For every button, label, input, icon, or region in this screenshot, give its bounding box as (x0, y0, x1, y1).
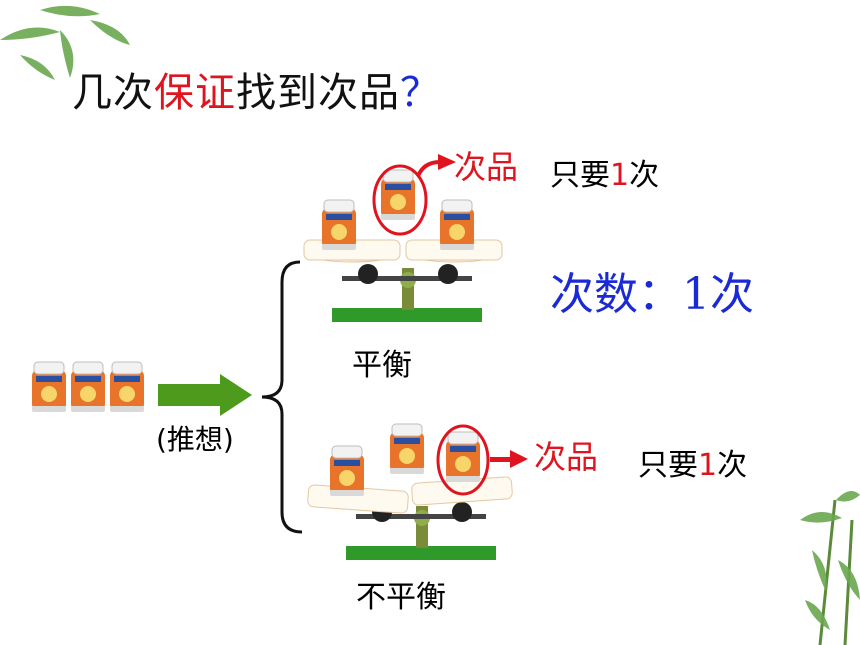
bottom-need-count: 只要1次 (638, 440, 747, 484)
bottom-need-pre: 只要 (638, 448, 698, 483)
top-balance (303, 164, 503, 322)
top-red-arrow (416, 154, 456, 177)
jar-group-left (31, 361, 145, 413)
top-need-number: 1 (610, 158, 630, 193)
branch-brace (261, 260, 303, 534)
bottom-need-post: 次 (717, 448, 748, 483)
top-defective-label: 次品 (454, 148, 519, 186)
green-arrow (158, 374, 252, 416)
top-need-count: 只要1次 (550, 150, 659, 194)
guess-label: (推想) (156, 423, 234, 456)
bottom-balance (307, 423, 513, 560)
top-need-pre: 只要 (550, 158, 610, 193)
title-part-1: 几次 (72, 70, 154, 116)
count-label: 次数：1次 (550, 269, 754, 320)
bottom-red-arrow (490, 450, 528, 468)
page-title: 几次保证找到次品？ (72, 60, 441, 118)
bottom-defective-label: 次品 (534, 438, 599, 476)
top-need-post: 次 (629, 158, 660, 193)
top-result-label: 平衡 (352, 348, 412, 383)
bottom-need-number: 1 (698, 448, 718, 483)
title-question-mark: ？ (400, 70, 441, 116)
bottom-result-label: 不平衡 (356, 580, 446, 615)
title-emphasis: 保证 (154, 70, 236, 116)
title-part-2: 找到次品 (236, 70, 400, 116)
